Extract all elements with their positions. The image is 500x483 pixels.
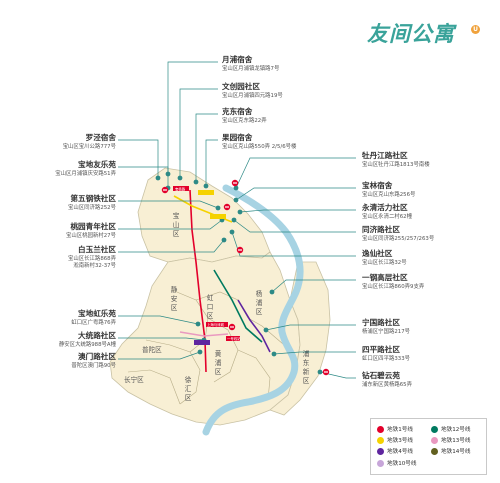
label-diwu-gangtie: 第五钢铁社区宝山区同济路252号	[67, 194, 116, 211]
label-tongji-road: 同济路社区宝山区同济路255/257/263号	[362, 225, 435, 242]
label-aomen-road: 澳门路社区普陀区澳门路90号	[71, 352, 116, 369]
line-14-dot-icon	[431, 448, 438, 455]
legend-line-14: 地铁14号线	[431, 447, 471, 455]
line-3-dot-icon	[377, 437, 384, 444]
label-baolin-dorm: 宝林宿舍宝山区克山东路256号	[362, 181, 416, 198]
legend-line-12: 地铁12号线	[431, 425, 471, 433]
district-label-baoshan: 宝山区	[172, 212, 180, 238]
label-yongqing: 永清活力社区宝山区永清二村62幢	[362, 203, 412, 220]
brand-logo: 友间公寓	[367, 21, 455, 46]
pudong-area	[269, 261, 331, 416]
label-luojing-dorm: 罗泾宿舍宝山区宝川公路777号	[62, 133, 116, 150]
line-4-dot-icon	[377, 448, 384, 455]
label-yixian: 逸仙社区宝山区长江路32号	[362, 249, 407, 266]
legend-line-13: 地铁13号线	[431, 436, 471, 444]
leader-lines	[118, 61, 356, 379]
metro-station-signs	[173, 186, 240, 345]
metro-legend: 地铁1号线 地铁12号线 地铁3号线 地铁13号线 地铁4号线 地铁14号线 地…	[370, 418, 487, 475]
station-label-a: 宝杨路	[175, 186, 186, 191]
label-zuanshi-biyun: 钻石碧云苑浦东新区黄杨路65弄	[362, 371, 412, 388]
label-kedong-dorm: 克东宿舍宝山区克东路22弄	[222, 107, 267, 124]
metro-circle-icons	[161, 179, 330, 376]
label-wenchuang-park: 文创园社区宝山区月浦镇四元路19号	[222, 82, 283, 99]
label-baodi-hongle: 宝地虹乐苑虹口区广粤路76弄	[71, 309, 116, 326]
district-label-xuhui: 徐汇区	[184, 376, 192, 402]
line-1-dot-icon	[377, 426, 384, 433]
district-label-yangpu: 杨浦区	[255, 290, 263, 316]
label-baiyulan: 白玉兰社区宝山区长江路868弄淞南新村32-37号	[67, 245, 116, 269]
district-label-huangpu: 黄浦区	[214, 350, 222, 376]
label-taoyuan-youth: 桃园青年社区宝山区桃园新村27号	[66, 222, 116, 239]
line-12-dot-icon	[431, 426, 438, 433]
label-ningguo-road: 宁国路社区杨浦区宁国路217号	[362, 318, 411, 335]
label-siping-road: 四平路社区虹口区四平路333号	[362, 345, 411, 362]
brand-u-icon: U	[471, 25, 480, 34]
district-label-hongkou: 虹口区	[206, 294, 214, 320]
label-guoyuan-dorm: 果园宿舍宝山区克山路550弄 2/5/6号楼	[222, 133, 297, 150]
label-yuepu-dorm: 月浦宿舍宝山区月浦镇龙镇路7号	[222, 55, 280, 72]
district-label-jingan: 静安区	[170, 286, 178, 312]
station-label-b: 上海马戏城	[207, 322, 225, 327]
district-label-changning: 长宁区	[124, 376, 144, 384]
legend-line-3: 地铁3号线	[377, 436, 413, 444]
legend-line-10: 地铁10号线	[377, 459, 417, 467]
legend-line-1: 地铁1号线	[377, 425, 413, 433]
station-label-c: 一号线站	[227, 336, 241, 341]
label-yigang-tower: 一钢高层社区宝山区长江路860弄9支弄	[362, 273, 425, 290]
line-13-dot-icon	[431, 437, 438, 444]
baoshan-district-area	[137, 167, 271, 263]
district-label-putuo: 普陀区	[142, 346, 162, 354]
station-name-labels: 宝杨路 上海马戏城 一号线站	[175, 186, 241, 340]
district-label-pudong: 浦东新区	[302, 350, 310, 385]
line-10-dot-icon	[377, 460, 384, 467]
legend-line-4: 地铁4号线	[377, 447, 413, 455]
label-datong-road: 大统路社区静安区大统路988号A幢	[58, 331, 116, 348]
label-baodi-youle: 宝地友乐苑宝山区月浦镇庆安路51弄	[55, 160, 116, 177]
label-mudanjiang-road: 牡丹江路社区宝山区牡丹江路1813号南楼	[362, 151, 430, 168]
